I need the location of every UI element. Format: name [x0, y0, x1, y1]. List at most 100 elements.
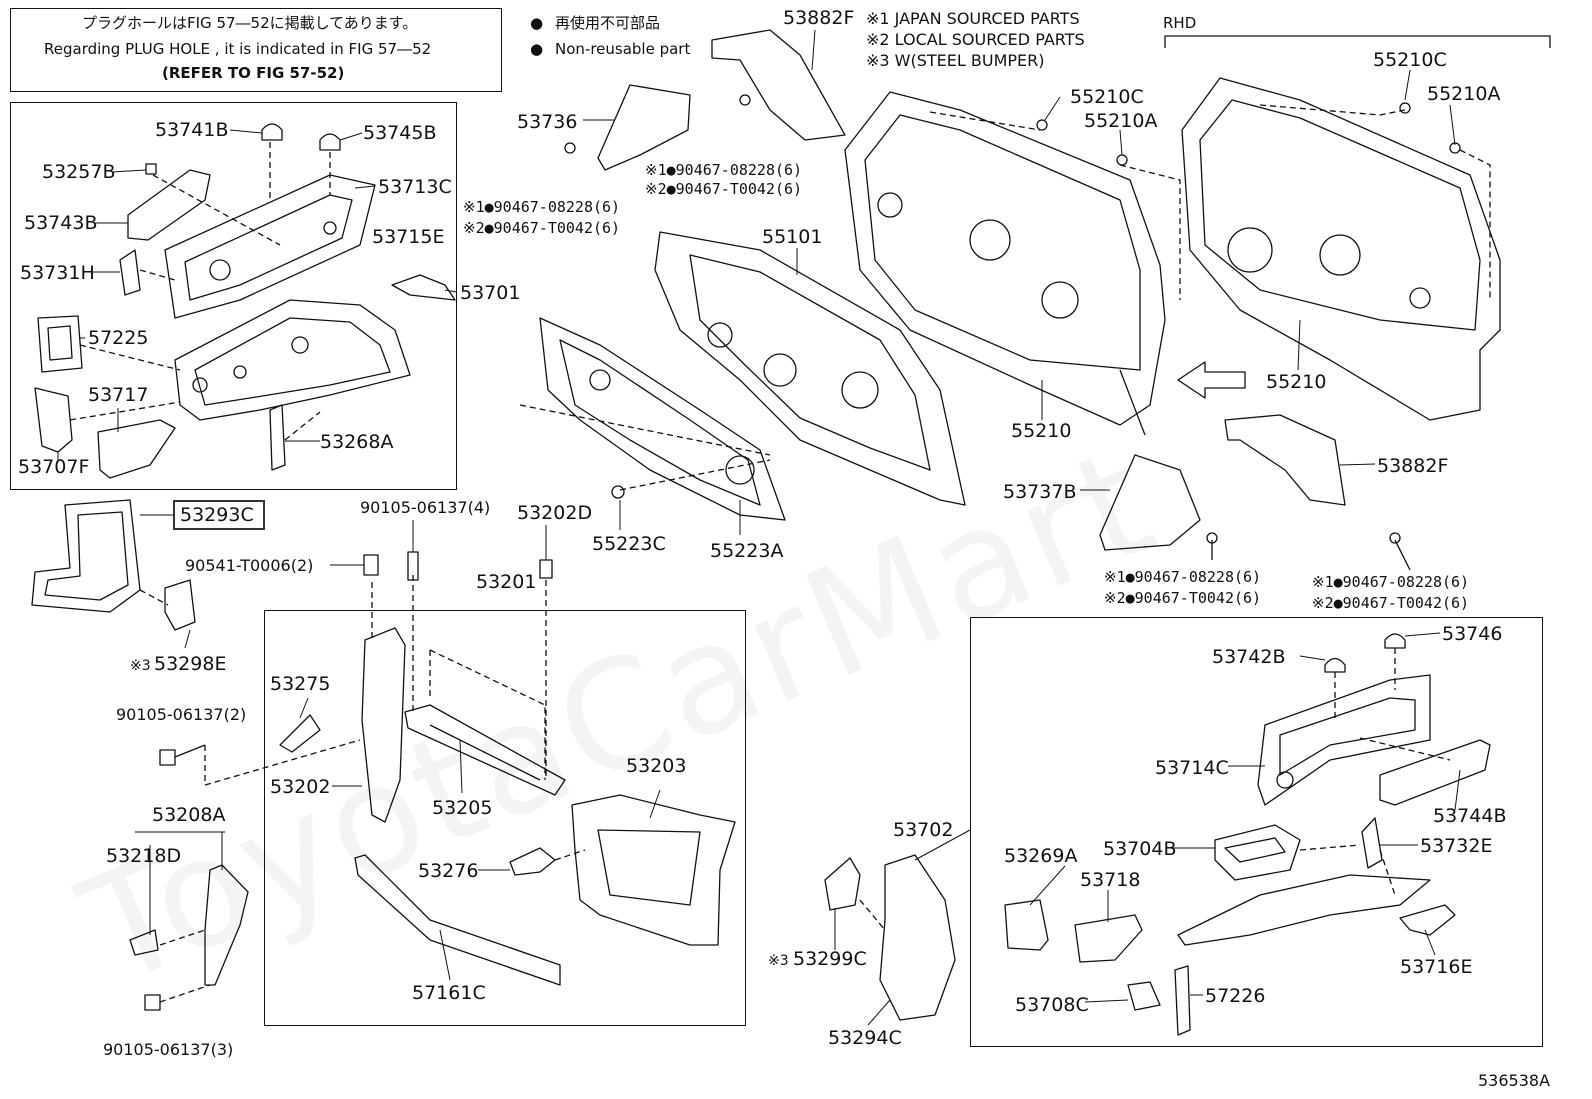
part-label-53202[interactable]: 53202	[270, 776, 331, 798]
part-53882F-right-shape	[1224, 414, 1346, 506]
bolt-group-2-part1[interactable]: 90467-08228(6)	[493, 198, 621, 216]
part-label-57226[interactable]: 57226	[1205, 985, 1266, 1007]
part-label-55210-left[interactable]: 55210	[1011, 420, 1072, 442]
part-label-57225[interactable]: 57225	[88, 327, 149, 349]
part-label-53882F-right[interactable]: 53882F	[1377, 455, 1449, 477]
legend-non-reusable-en: Non-reusable part	[555, 40, 691, 58]
part-label-53208A[interactable]: 53208A	[152, 804, 226, 826]
part-label-53203[interactable]: 53203	[626, 755, 687, 777]
part-label-53707F[interactable]: 53707F	[18, 456, 90, 478]
legend-note-2: ※2 LOCAL SOURCED PARTS	[866, 30, 1085, 49]
part-53717-shape	[97, 419, 176, 479]
bolt-group-1-part2[interactable]: 90467-T0042(6)	[675, 180, 803, 198]
part-label-53713C[interactable]: 53713C	[378, 176, 452, 198]
bolt-group-1-note2: ※2●90467-T0042(6)	[645, 180, 803, 198]
part-label-53731H[interactable]: 53731H	[20, 262, 95, 284]
part-label-53708C[interactable]: 53708C	[1015, 994, 1089, 1016]
part-label-53718[interactable]: 53718	[1080, 869, 1141, 891]
part-label-53743B[interactable]: 53743B	[24, 212, 98, 234]
part-label-53741B[interactable]: 53741B	[155, 119, 229, 141]
part-53298E-shape	[164, 579, 196, 631]
part-57226-shape	[1174, 965, 1191, 1036]
part-label-53201[interactable]: 53201	[476, 571, 537, 593]
group-box-53701	[10, 102, 457, 490]
bolt-group-4-part1[interactable]: 90467-08228(6)	[1342, 573, 1470, 591]
note-mark-53299C: ※3	[768, 953, 789, 969]
part-label-90105-06137-3[interactable]: 90105-06137(3)	[103, 1040, 234, 1059]
part-label-55101[interactable]: 55101	[762, 226, 823, 248]
part-label-53717[interactable]: 53717	[88, 384, 149, 406]
part-53205-shape	[404, 704, 566, 796]
part-label-55210-right[interactable]: 55210	[1266, 371, 1327, 393]
part-label-53744B[interactable]: 53744B	[1433, 805, 1507, 827]
part-label-55210C-left[interactable]: 55210C	[1070, 86, 1144, 108]
part-53743B-shape	[127, 169, 211, 241]
bolt-group-4-part2[interactable]: 90467-T0042(6)	[1342, 594, 1470, 612]
part-label-53268A[interactable]: 53268A	[320, 431, 394, 453]
part-label-53882F-top[interactable]: 53882F	[783, 7, 855, 29]
part-label-53746[interactable]: 53746	[1442, 623, 1503, 645]
part-55223A-shape	[539, 317, 786, 521]
part-55101-shape	[654, 231, 966, 506]
part-53202-shape	[361, 627, 406, 823]
part-label-53269A[interactable]: 53269A	[1004, 845, 1078, 867]
part-label-53716E[interactable]: 53716E	[1400, 956, 1473, 978]
bolt-group-3-note1: ※1●90467-08228(6)	[1104, 568, 1262, 586]
part-53707F-shape	[34, 387, 73, 453]
part-53745B-shape	[319, 133, 341, 151]
part-label-53218D[interactable]: 53218D	[106, 845, 182, 867]
bolt-group-2-note2: ※2●90467-T0042(6)	[463, 219, 621, 237]
plug-hole-note-box	[10, 8, 502, 92]
part-53744B-shape	[1379, 739, 1491, 806]
bolt-group-1-part1[interactable]: 90467-08228(6)	[675, 161, 803, 179]
part-label-90105-06137-2[interactable]: 90105-06137(2)	[116, 705, 247, 724]
part-label-53732E[interactable]: 53732E	[1420, 835, 1493, 857]
part-label-53276[interactable]: 53276	[418, 860, 479, 882]
bolt-group-3-note2: ※2●90467-T0042(6)	[1104, 589, 1262, 607]
part-53294C-shape	[879, 854, 956, 1021]
legend-note-1: ※1 JAPAN SOURCED PARTS	[866, 9, 1080, 28]
part-label-53745B[interactable]: 53745B	[363, 122, 437, 144]
part-53718-shape	[1074, 914, 1143, 963]
part-label-53701[interactable]: 53701	[460, 282, 521, 304]
part-label-53704B[interactable]: 53704B	[1103, 838, 1177, 860]
bolt-group-2-note1: ※1●90467-08228(6)	[463, 198, 621, 216]
part-label-53257B[interactable]: 53257B	[42, 161, 116, 183]
part-label-57161C[interactable]: 57161C	[412, 982, 486, 1004]
part-53736-shape	[597, 84, 691, 171]
part-57225-shape	[37, 315, 83, 373]
part-label-53702[interactable]: 53702	[893, 819, 954, 841]
bolt-group-3-part2[interactable]: 90467-T0042(6)	[1134, 589, 1262, 607]
part-label-55210A-left[interactable]: 55210A	[1084, 110, 1158, 132]
part-label-55210A-right[interactable]: 55210A	[1427, 83, 1501, 105]
part-label-53714C[interactable]: 53714C	[1155, 757, 1229, 779]
part-label-53202D[interactable]: 53202D	[517, 502, 593, 524]
part-label-53298E[interactable]: 53298E	[154, 653, 227, 675]
part-label-53299C[interactable]: 53299C	[793, 948, 867, 970]
bolt-53202D	[539, 559, 553, 579]
part-label-53737B[interactable]: 53737B	[1003, 481, 1077, 503]
part-label-53736[interactable]: 53736	[517, 111, 578, 133]
part-55210-right-shape	[1181, 77, 1501, 421]
part-label-55223C[interactable]: 55223C	[592, 533, 666, 555]
part-label-53715E[interactable]: 53715E	[372, 226, 445, 248]
part-label-53205[interactable]: 53205	[432, 797, 493, 819]
part-label-53742B[interactable]: 53742B	[1212, 646, 1286, 668]
plug-hole-note-jp: プラグホールはFIG 57―52に掲載してあります。	[82, 14, 418, 32]
bolt-group-2-part2[interactable]: 90467-T0042(6)	[493, 219, 621, 237]
part-label-53275[interactable]: 53275	[270, 673, 331, 695]
part-label-55223A[interactable]: 55223A	[710, 540, 784, 562]
part-label-90105-06137-4[interactable]: 90105-06137(4)	[360, 498, 491, 517]
diagram-id: 536538A	[1478, 1071, 1551, 1090]
part-53293C-shape	[31, 499, 141, 613]
group-box-53201	[264, 610, 746, 1026]
part-label-53294C[interactable]: 53294C	[828, 1027, 902, 1049]
bolt-group-3-part1[interactable]: 90467-08228(6)	[1134, 568, 1262, 586]
part-label-55210C-right[interactable]: 55210C	[1373, 49, 1447, 71]
note-mark-53298E: ※3	[130, 658, 151, 674]
part-label-90541-T0006[interactable]: 90541-T0006(2)	[185, 556, 314, 575]
part-label-53293C[interactable]: 53293C	[180, 504, 254, 526]
part-53741B-shape	[261, 123, 283, 141]
